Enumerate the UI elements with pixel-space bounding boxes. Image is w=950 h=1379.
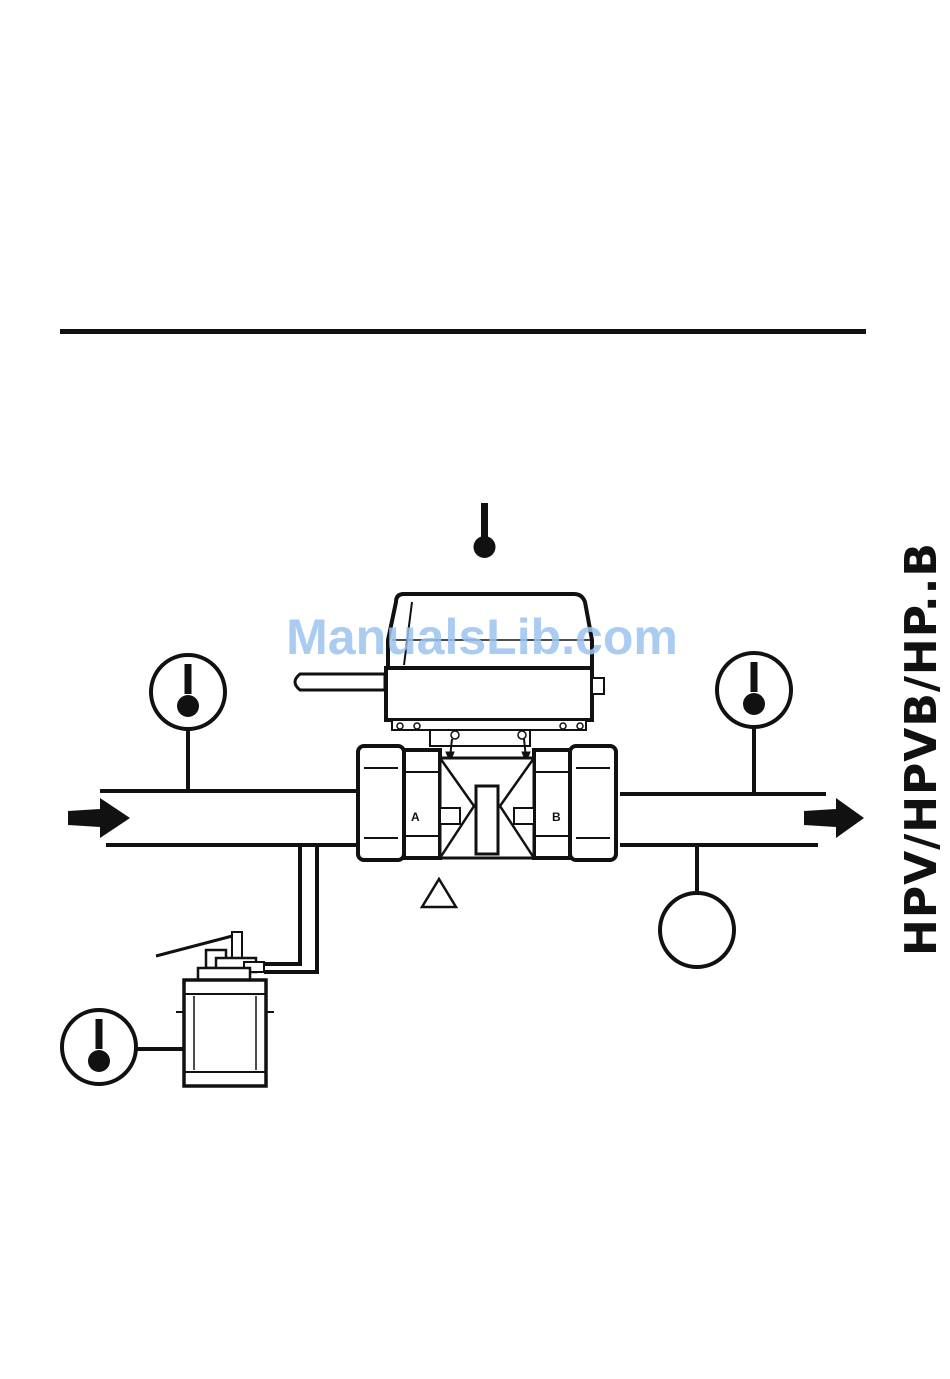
- side-title: HPV/HPVB/HP..B: [896, 542, 947, 956]
- port-a-label: A: [411, 810, 420, 824]
- thermometer-in-circle-icon: [62, 1010, 184, 1084]
- outlet-pipe: [620, 794, 826, 845]
- section-divider: [60, 329, 866, 334]
- thermometer-icon: [474, 503, 496, 558]
- arrow-right-icon: [68, 798, 130, 838]
- warning-triangle-icon: [422, 879, 456, 907]
- thermometer-in-circle-icon: [151, 655, 225, 791]
- arrow-right-icon: [804, 798, 864, 838]
- inlet-pipe: [100, 791, 362, 845]
- empty-circle-icon: [660, 845, 734, 967]
- valve-body: [358, 746, 616, 860]
- thermometer-in-circle-icon: [717, 653, 791, 794]
- port-b-label: B: [552, 810, 561, 824]
- watermark: ManualsLib.com: [286, 609, 678, 665]
